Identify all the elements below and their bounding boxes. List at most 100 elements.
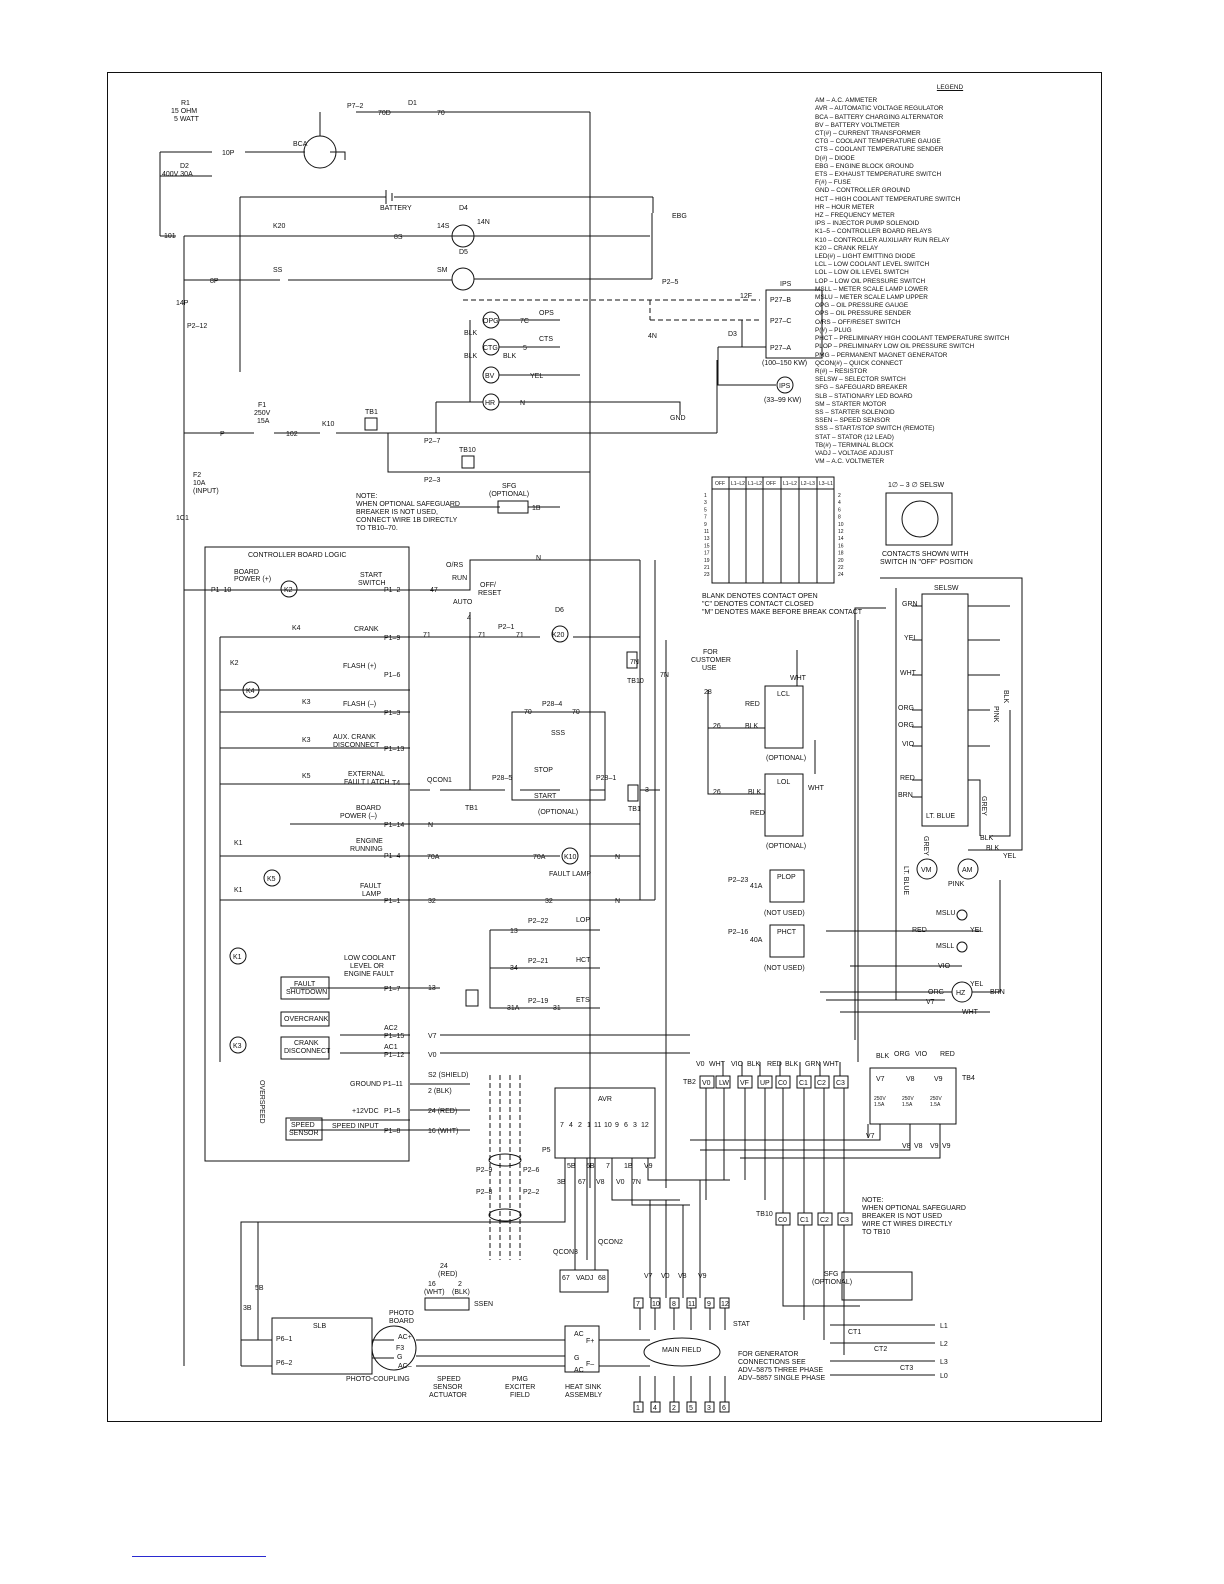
photo-board-2: BOARD (389, 1318, 414, 1325)
ips-pin-c: P27–C (770, 318, 791, 325)
am-blk2: BLK (986, 845, 1000, 852)
w71b: 71 (478, 632, 486, 639)
stat-label: STAT (733, 1321, 751, 1328)
pin-p113: P1–13 (384, 746, 404, 753)
bca-label: BCA (293, 141, 308, 148)
hs-g: G (574, 1355, 579, 1362)
vadj-box (559, 1269, 609, 1293)
bv-v0: V0 (661, 1273, 670, 1280)
relay-k1b: K1 (234, 887, 243, 894)
ctrl-speed-input: SPEED INPUT (332, 1123, 379, 1130)
sw-red: RED (900, 775, 915, 782)
legend-item: SS – STARTER SOLENOID (815, 408, 895, 416)
vadj-67: 67 (562, 1275, 570, 1282)
th-1: L1–L2 (731, 481, 745, 487)
legend-item: P(#) – PLUG (815, 326, 852, 334)
table-row-left: 3 (704, 500, 707, 506)
qcon2-label: QCON2 (598, 1239, 623, 1246)
slb-p61: P6–1 (276, 1336, 292, 1343)
gen-note-4: ADV–5857 SINGLE PHASE (738, 1375, 825, 1382)
ctrl-fs-2: SHUTDOWN (286, 989, 327, 996)
k3-coil (229, 1036, 247, 1054)
lol-label: LOL (777, 779, 790, 786)
av7: V7 (428, 1033, 437, 1040)
n-b: N (615, 854, 620, 861)
lol-wht: WHT (808, 785, 825, 792)
legend-item: SFG – SAFEGUARD BREAKER (815, 384, 908, 392)
legend-item: LOP – LOW OIL PRESSURE SWITCH (815, 277, 926, 285)
ctrl-engine-2: RUNNING (350, 846, 383, 853)
tb4-label: TB4 (962, 1075, 975, 1082)
ssen-red: (RED) (438, 1271, 457, 1278)
fault-shutdown-box (280, 976, 330, 1000)
tn-2: "C" DENOTES CONTACT CLOSED (702, 601, 814, 608)
shield-p26: P2–6 (523, 1167, 539, 1174)
p222-label: P2–22 (528, 918, 548, 925)
ips-alt-caption: (33–99 KW) (764, 397, 801, 404)
sw-brn: BRN (898, 792, 913, 799)
tb4b-2: V8 (914, 1143, 923, 1150)
p219-label: P2–19 (528, 998, 548, 1005)
w3-mid: 3 (645, 787, 649, 794)
sfg-breaker (497, 500, 529, 514)
table-row-right: 10 (838, 522, 844, 528)
lcl-label: LCL (777, 691, 790, 698)
am-label: AM (962, 867, 973, 874)
speed-sensor-box (285, 1117, 323, 1141)
legend-item: K1–5 – CONTROLLER BOARD RELAYS (815, 228, 932, 236)
legend-item: BCA – BATTERY CHARGING ALTERNATOR (815, 113, 944, 121)
ctrl-aux: AUX. CRANK (333, 734, 376, 741)
avr-title: AVR (598, 1096, 612, 1103)
tb1-3 (627, 784, 639, 802)
pin-p13: P1–3 (384, 710, 400, 717)
ctrl-lc: LOW COOLANT (344, 955, 396, 962)
f2-label: F2 (193, 472, 201, 479)
l3: L3 (940, 1359, 948, 1366)
avr-w5b: 5B (567, 1163, 576, 1170)
w8p: 8P (210, 278, 219, 285)
legend-item: CTS – COOLANT TEMPERATURE SENDER (815, 146, 944, 154)
legend-item: PHCT – PRELIMINARY HIGH COOLANT TEMPERAT… (815, 335, 1010, 343)
w14p: 14P (176, 300, 189, 307)
w14s: 14S (437, 223, 450, 230)
d6-label: D6 (555, 607, 564, 614)
sfg-ct-breaker (841, 1271, 913, 1301)
ctrl-board-power: BOARD (234, 569, 259, 576)
bv-v9: V9 (698, 1273, 707, 1280)
avr-block (554, 1087, 656, 1159)
msll-lamp (956, 941, 968, 953)
legend-item: IPS – INJECTOR PUMP SOLENOID (815, 220, 920, 228)
legend-item: AM – A.C. AMMETER (815, 97, 878, 105)
p223: P2–23 (728, 877, 748, 884)
tb4b-0: V7 (866, 1133, 875, 1140)
legend-item: SSEN – SPEED SENSOR (815, 417, 890, 425)
w5b-bottom: 5B (255, 1285, 264, 1292)
tb10-c1: C1 (800, 1217, 809, 1224)
table-row-right: 2 (838, 493, 841, 499)
tb4-v7: V7 (876, 1076, 885, 1083)
ctrl-start-2: SWITCH (358, 580, 386, 587)
charging-circuit (159, 111, 760, 1366)
legend-item: LOL – LOW OIL LEVEL SWITCH (815, 269, 909, 277)
st-9: 9 (707, 1301, 711, 1308)
pin-t4: T4 (392, 780, 400, 787)
selsw-dial-plate (885, 492, 953, 546)
lcl-red: RED (745, 701, 760, 708)
gauge-blk1: BLK (464, 330, 478, 337)
footer-link-underline[interactable] (132, 1556, 266, 1557)
tb10-terms: C0 C1 C2 C3 (775, 1212, 853, 1226)
tb4-v9: V9 (934, 1076, 943, 1083)
tb2t-0: V0 (696, 1061, 705, 1068)
pin-p110: P1–10 (211, 587, 231, 594)
slb-label: SLB (313, 1323, 327, 1330)
ssa-2: SENSOR (433, 1384, 463, 1391)
pb-acp: AC+ (398, 1334, 412, 1341)
grey-vm: GREY (922, 836, 929, 856)
w8s: 8S (394, 234, 403, 241)
sw-wht: WHT (900, 670, 917, 677)
relay-k5: K5 (302, 773, 311, 780)
w4n: 4N (648, 333, 657, 340)
pb-acm: AC– (398, 1363, 412, 1370)
ctrl-aux-2: DISCONNECT (333, 742, 380, 749)
